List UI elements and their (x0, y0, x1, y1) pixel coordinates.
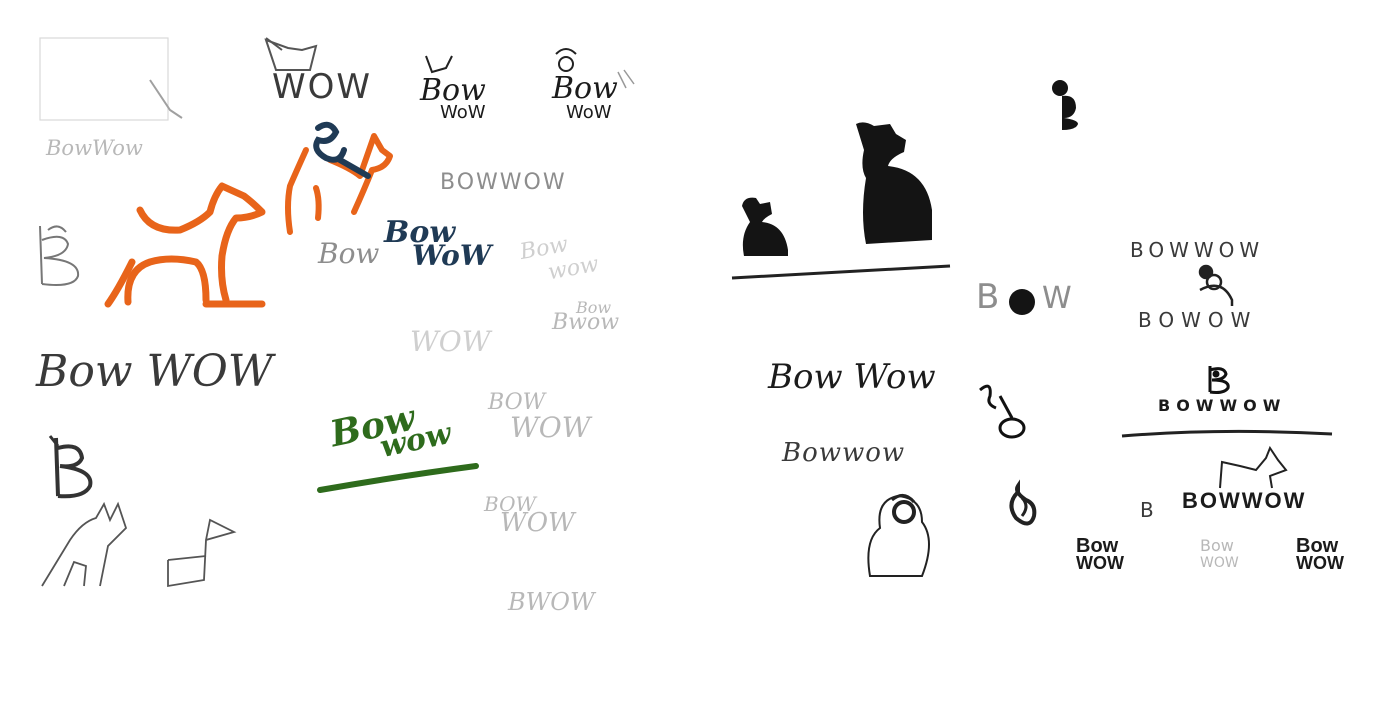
filled-o-mark (1009, 289, 1035, 315)
orange-dog-drawing (104, 182, 266, 308)
faint-bow-3: BOW (488, 390, 546, 415)
bowwow-spaced-3: BOWWOW (1158, 396, 1287, 415)
cat-head-sketch (264, 37, 318, 71)
round-dog-sketches (867, 479, 1037, 577)
sketch-sheet-right: B B W BOWWOW BOWOW Bow Wow Bowwow BOWWOW (700, 0, 1400, 701)
b-small-mark: B (1140, 498, 1154, 522)
faint-bow-2: Bow (576, 298, 612, 317)
navy-bow-label: Bow (384, 215, 456, 250)
filled-dogs-drawing (731, 80, 1078, 280)
b-dog-mark (1121, 366, 1333, 438)
bow-stack-2-bottom: WOW (1200, 555, 1239, 571)
bow-mark-2-bottom: WoW (566, 102, 612, 123)
faint-wow-4: WOW (510, 411, 591, 444)
faint-wow-5: WOW (500, 508, 575, 538)
bow-stack-2-top: Bow (1200, 536, 1234, 555)
bowwow-bold: BOWWOW (1182, 488, 1307, 513)
bow-mark-1-bottom: WoW (440, 102, 486, 123)
bow-mark-1-top: Bow (420, 73, 486, 108)
bow-stack-3-top: Bow (1296, 535, 1339, 557)
sketch-sheet-left: BowWow WOW Bow WoW Bow WoW (36, 37, 635, 616)
bow-mark-2-top: Bow (552, 71, 618, 106)
bowwow-spaced-1: BOWWOW (1130, 238, 1265, 262)
leash-sketch (979, 384, 1026, 439)
faint-wow-3: WOW (410, 325, 491, 358)
bow-pencil-b: B (976, 277, 1000, 317)
b-glyph-2-sketch (48, 435, 93, 499)
faint-bwow: BWOW (508, 588, 595, 616)
pencil-dog-outline (41, 501, 237, 588)
bowwow-caps-label: BOWWOW (440, 170, 567, 195)
box-sketch (39, 37, 183, 121)
dog-bow-mark-1 (425, 55, 453, 74)
b-dog-glyph-sketch (39, 225, 80, 286)
faint-wow-2: Bwow (552, 310, 620, 335)
navy-wow-label: WoW (412, 239, 492, 272)
bow-wow-script: Bow Wow (768, 357, 936, 397)
boxed-wow-label: WOW (272, 67, 372, 107)
faint-bow-4: BOW (484, 492, 537, 516)
green-swash (317, 463, 479, 493)
bowwow-script-small: Bowwow (782, 438, 906, 468)
dog-bow-mark-2 (555, 48, 635, 89)
bowwow-small-label: BowWow (46, 136, 143, 160)
dog-on-bowwow-bold (1219, 445, 1288, 489)
bow-stack-3-bottom: WOW (1296, 553, 1344, 573)
dog-over-bowwow (1198, 264, 1234, 306)
bow-pencil-w: W (1042, 281, 1072, 316)
bowwow-spaced-2: BOWOW (1138, 308, 1258, 332)
orange-sitting-dog (285, 121, 393, 235)
bow-stack-1-top: Bow (1076, 535, 1119, 557)
bow-stack-1-bottom: WOW (1076, 553, 1124, 573)
bow-wow-large-label: Bow WOW (36, 346, 273, 397)
bow-grey-label: Bow (318, 237, 380, 270)
